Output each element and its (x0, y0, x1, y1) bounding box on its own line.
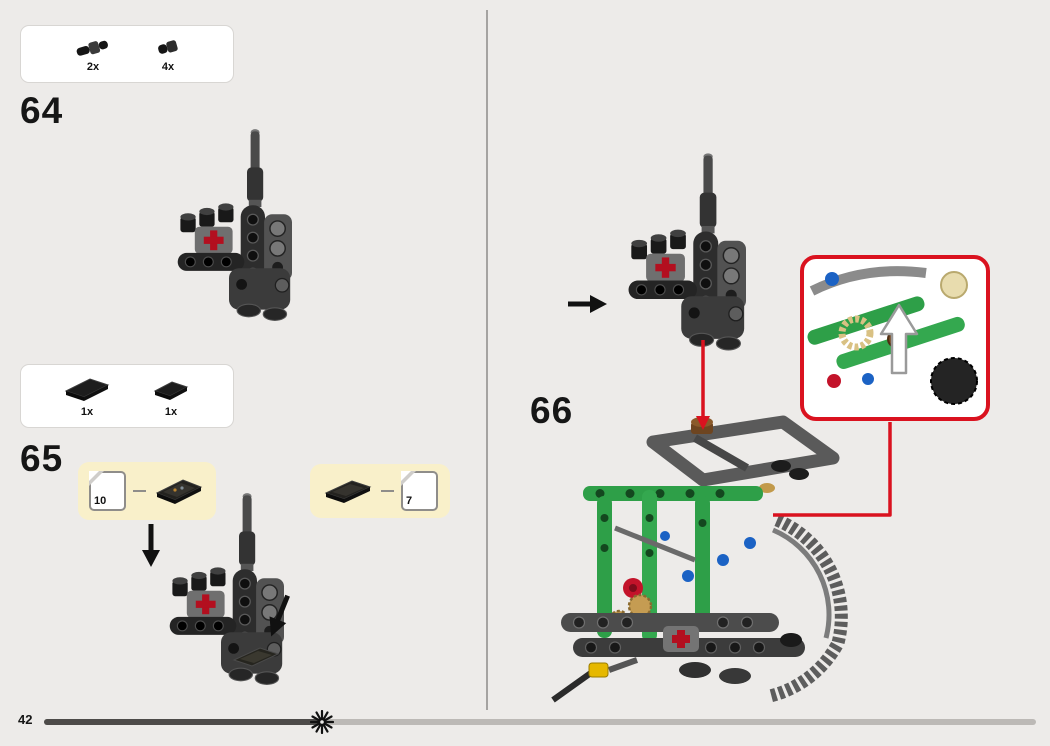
part-item: 4x (153, 36, 183, 73)
page-number: 42 (18, 712, 33, 727)
sticker-number: 7 (406, 495, 413, 507)
progress-gear-icon (310, 710, 334, 734)
parts-box-step64: 2x 4x (20, 25, 234, 83)
detail-zoom-illustration (807, 266, 978, 405)
progress-bar-track (44, 719, 1036, 725)
sticker-fold-highlight (401, 471, 411, 481)
technic-pin-connector-icon (76, 40, 108, 56)
callout-connector-line (133, 490, 146, 492)
parts-box-step65: 1x 1x (20, 364, 234, 428)
step-number-64: 64 (20, 90, 64, 131)
step66-main-model-illustration (551, 415, 848, 703)
step64-assembly-illustration (148, 126, 328, 333)
black-tile-large-icon (64, 377, 110, 401)
sticker-number: 10 (94, 495, 107, 507)
tile-with-sticker-icon (324, 480, 372, 503)
red-leader-lines (696, 340, 892, 517)
part-count: 1x (80, 405, 94, 418)
progress-bar-fill (44, 719, 318, 725)
part-count: 1x (164, 405, 178, 418)
step-number-66: 66 (530, 390, 574, 431)
applied-sticker-tile-illustration (232, 647, 280, 667)
white-up-arrow-icon (879, 303, 919, 375)
sticker-7-icon: 7 (401, 471, 438, 511)
arrow-right-icon (568, 295, 607, 313)
sticker-callout-7: 7 (310, 464, 450, 518)
part-count: 2x (86, 60, 100, 73)
part-count: 4x (161, 60, 175, 73)
black-tile-small-icon (153, 380, 189, 400)
column-divider (486, 10, 488, 710)
part-item: 1x (62, 375, 112, 418)
part-item: 2x (71, 36, 115, 73)
arrow-down-left-icon (269, 594, 290, 637)
callout-connector-line (381, 490, 394, 492)
step-number-65: 65 (20, 438, 64, 479)
sticker-callout-10: 10 (78, 462, 216, 520)
sticker-fold-highlight (89, 471, 99, 481)
technic-pin-icon (158, 39, 178, 54)
tile-with-sticker-icon (155, 479, 203, 504)
part-item: 1x (150, 375, 192, 418)
arrow-down-icon (142, 524, 160, 567)
sticker-10-icon: 10 (89, 471, 126, 511)
detail-zoom-callout (800, 255, 990, 421)
